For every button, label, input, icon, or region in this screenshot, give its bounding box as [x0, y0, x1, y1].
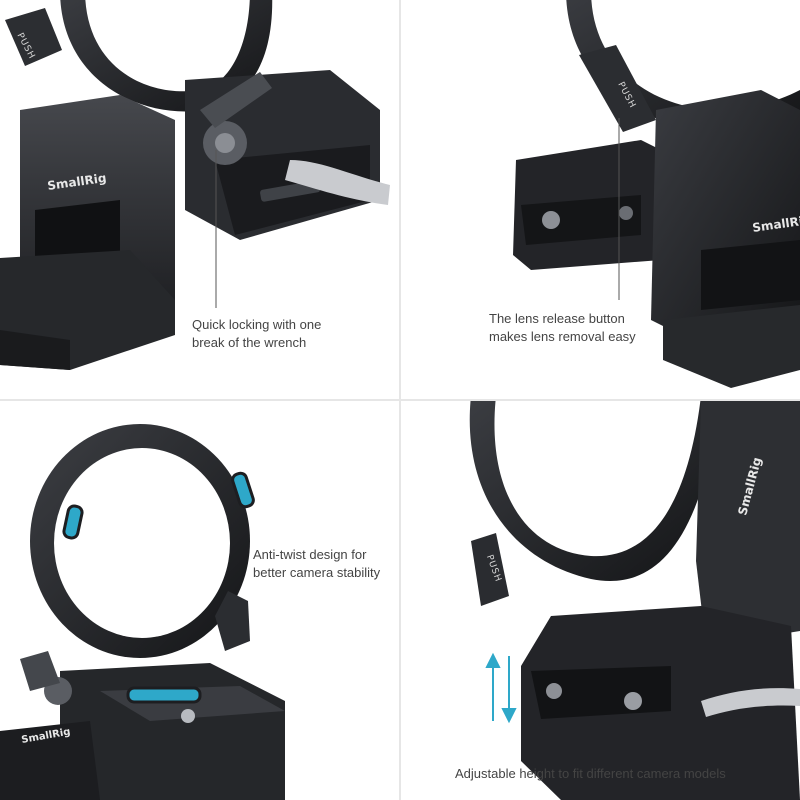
caption-line: The lens release button [489, 311, 625, 326]
panel-anti-twist: SmallRig Anti-twist design for better ca… [0, 401, 399, 800]
caption-line: Anti-twist design for [253, 547, 367, 562]
caption-line: Adjustable height to fit different camer… [455, 766, 726, 781]
adjustable-height-illustration: SmallRig PUSH [469, 401, 800, 800]
anti-twist-pad [126, 686, 202, 704]
push-button [471, 533, 509, 606]
height-adjust-arrows [485, 652, 517, 724]
caption-line: better camera stability [253, 565, 381, 580]
caption-line: makes lens removal easy [489, 329, 636, 344]
caption-anti-twist: Anti-twist design for better camera stab… [253, 546, 380, 582]
lens-ring [469, 401, 721, 581]
quick-locking-illustration: PUSH SmallRig [0, 0, 390, 370]
side-knob [215, 591, 250, 651]
base-body [696, 401, 800, 646]
panel-quick-locking: PUSH SmallRig Quick locking with one bre… [0, 0, 399, 399]
lens-release-illustration: PUSH SmallRig [513, 0, 800, 388]
caption-line: Quick locking with one [192, 317, 322, 332]
caption-line: break of the wrench [192, 335, 307, 350]
push-button [579, 45, 656, 132]
anti-twist-pad [62, 504, 84, 540]
anti-twist-illustration: SmallRig [0, 424, 285, 800]
caption-lens-release: The lens release button makes lens remov… [489, 310, 636, 346]
wrench-lever [285, 160, 390, 205]
panel-lens-release: PUSH SmallRig The lens release button ma… [401, 0, 800, 399]
caption-quick-locking: Quick locking with one break of the wren… [192, 316, 321, 352]
anti-twist-pad [231, 471, 255, 509]
panel-adjustable-height: SmallRig PUSH Adjustable height to fit d… [401, 401, 800, 800]
divider-horizontal [0, 399, 800, 401]
caption-adjustable-height: Adjustable height to fit different camer… [455, 765, 726, 783]
foot-plate [0, 721, 100, 800]
wrench-lever [701, 688, 800, 717]
push-button [5, 8, 62, 66]
foot-plate [663, 305, 800, 388]
